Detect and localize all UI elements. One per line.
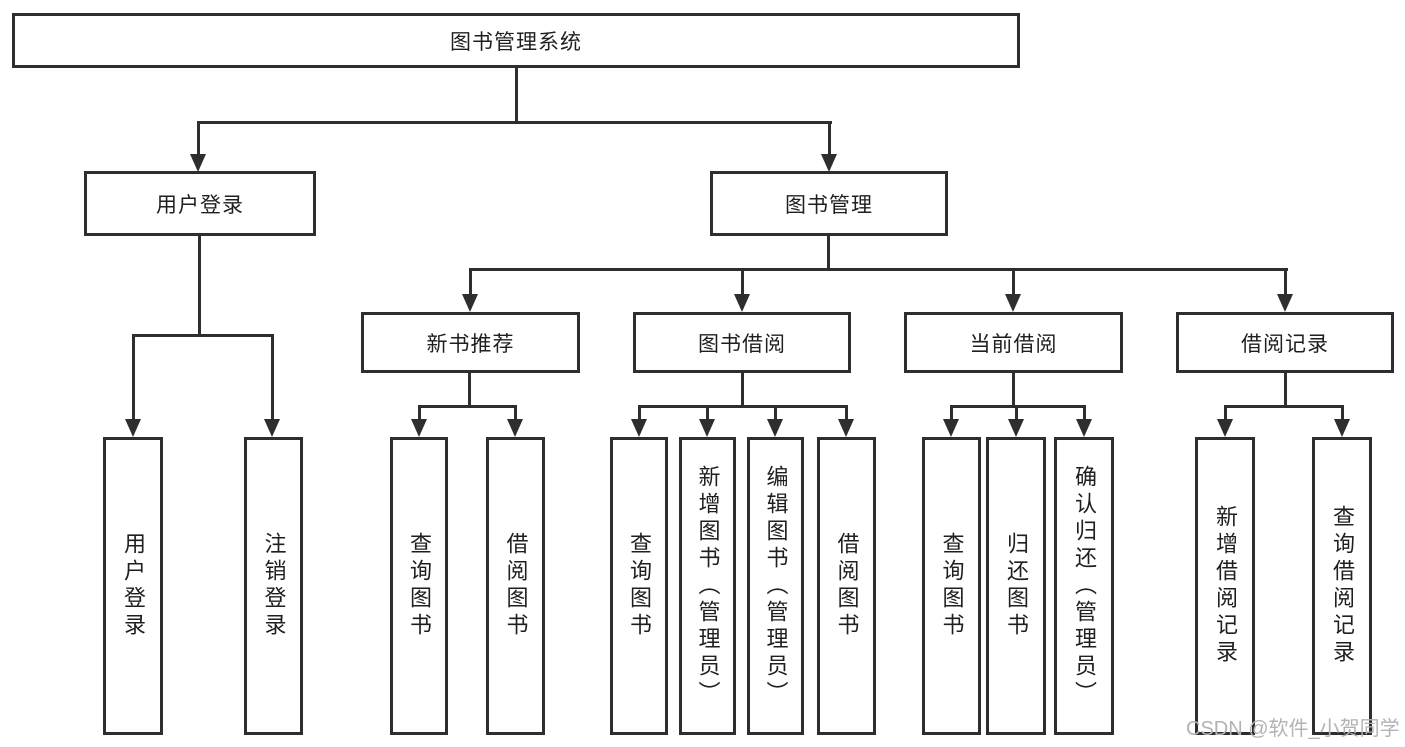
node-book-management: 图书管理 [710, 171, 948, 236]
node-new-book-recommend: 新书推荐 [361, 312, 580, 373]
connector-drop-borrow-records [1284, 268, 1287, 296]
node-user-login-label: 用户登录 [156, 193, 244, 217]
arrowhead-br-query [1334, 419, 1350, 437]
arrowhead-bb-query [631, 419, 647, 437]
leaf-bb-borrow-books-label: 借阅图书 [834, 532, 860, 640]
connector-root-stub [515, 68, 518, 124]
connector-level3-rail [469, 268, 1288, 271]
leaf-bb-add-books-admin-label: 新增图书（管理员） [695, 464, 721, 708]
arrowhead-cb-query [943, 419, 959, 437]
node-new-book-recommend-label: 新书推荐 [426, 332, 515, 356]
connector-drop-new-book [469, 268, 472, 296]
leaf-cb-confirm-return-admin: 确认归还（管理员） [1054, 437, 1114, 735]
node-borrow-records-label: 借阅记录 [1241, 332, 1329, 356]
connector-drop-br-query [1341, 405, 1344, 421]
node-current-borrow-label: 当前借阅 [969, 332, 1058, 356]
leaf-br-query-record-label: 查询借阅记录 [1330, 505, 1355, 667]
leaf-bb-borrow-books: 借阅图书 [817, 437, 876, 735]
connector-current-borrow-stub [1012, 373, 1015, 408]
node-root-label: 图书管理系统 [450, 30, 582, 54]
connector-drop-book-borrow [741, 268, 744, 296]
arrowhead-new-book [462, 294, 478, 312]
leaf-bb-query-books: 查询图书 [610, 437, 668, 735]
leaf-user-login-label: 用户登录 [121, 532, 146, 640]
leaf-nb-borrow-books: 借阅图书 [486, 437, 545, 735]
connector-user-login-rail [132, 334, 274, 337]
connector-drop-user-login [197, 121, 200, 157]
arrowhead-book-borrow [734, 294, 750, 312]
leaf-user-login: 用户登录 [103, 437, 163, 735]
arrowhead-cb-return [1008, 419, 1024, 437]
leaf-nb-borrow-books-label: 借阅图书 [503, 532, 529, 640]
leaf-bb-query-books-label: 查询图书 [627, 532, 652, 640]
leaf-br-query-record: 查询借阅记录 [1312, 437, 1372, 735]
connector-drop-nb-query [418, 405, 421, 421]
arrowhead-user-login [190, 154, 206, 172]
leaf-logout-label: 注销登录 [261, 532, 287, 640]
connector-drop-bb-add [706, 405, 709, 421]
connector-drop-bb-query [638, 405, 641, 421]
connector-new-book-rail [418, 405, 517, 408]
node-book-management-label: 图书管理 [785, 193, 873, 217]
connector-level2-rail [197, 121, 832, 124]
arrowhead-current-borrow [1005, 294, 1021, 312]
connector-drop-nb-borrow [514, 405, 517, 421]
arrowhead-cb-confirm [1076, 419, 1092, 437]
node-book-borrow-label: 图书借阅 [698, 332, 786, 356]
leaf-br-add-record: 新增借阅记录 [1195, 437, 1255, 735]
leaf-bb-edit-books-admin: 编辑图书（管理员） [747, 437, 804, 735]
connector-borrow-records-stub [1284, 373, 1287, 408]
connector-drop-bb-edit [774, 405, 777, 421]
arrowhead-bb-borrow [838, 419, 854, 437]
leaf-nb-query-books-label: 查询图书 [407, 532, 432, 640]
leaf-bb-add-books-admin: 新增图书（管理员） [679, 437, 736, 735]
connector-drop-bb-borrow [845, 405, 848, 421]
arrowhead-login-leaf [125, 419, 141, 437]
arrowhead-bb-edit [767, 419, 783, 437]
arrowhead-logout-leaf [264, 419, 280, 437]
leaf-nb-query-books: 查询图书 [390, 437, 448, 735]
connector-book-borrow-rail [638, 405, 848, 408]
connector-book-borrow-stub [741, 373, 744, 408]
arrowhead-bb-add [699, 419, 715, 437]
leaf-cb-query-books: 查询图书 [922, 437, 981, 735]
node-root: 图书管理系统 [12, 13, 1020, 68]
connector-drop-cb-return [1015, 405, 1018, 421]
connector-drop-cb-confirm [1083, 405, 1086, 421]
leaf-br-add-record-label: 新增借阅记录 [1213, 505, 1238, 667]
node-book-borrow: 图书借阅 [633, 312, 851, 373]
connector-drop-current-borrow [1012, 268, 1015, 296]
leaf-cb-return-books-label: 归还图书 [1004, 532, 1029, 640]
connector-drop-cb-query [950, 405, 953, 421]
leaf-cb-return-books: 归还图书 [986, 437, 1046, 735]
node-user-login: 用户登录 [84, 171, 316, 236]
arrowhead-book-mgmt [821, 154, 837, 172]
node-borrow-records: 借阅记录 [1176, 312, 1394, 373]
connector-drop-login-leaf [132, 334, 135, 421]
connector-book-mgmt-stub [827, 236, 830, 271]
leaf-cb-query-books-label: 查询图书 [939, 532, 965, 640]
node-current-borrow: 当前借阅 [904, 312, 1123, 373]
csdn-watermark: CSDN @软件_小贺同学 [1186, 718, 1400, 740]
leaf-logout: 注销登录 [244, 437, 303, 735]
arrowhead-borrow-records [1277, 294, 1293, 312]
leaf-cb-confirm-return-admin-label: 确认归还（管理员） [1072, 464, 1097, 708]
connector-current-borrow-rail [950, 405, 1086, 408]
connector-borrow-records-rail [1224, 405, 1344, 408]
leaf-bb-edit-books-admin-label: 编辑图书（管理员） [763, 464, 789, 708]
arrowhead-nb-borrow [507, 419, 523, 437]
arrowhead-nb-query [411, 419, 427, 437]
connector-drop-br-add [1224, 405, 1227, 421]
connector-new-book-stub [468, 373, 471, 408]
connector-drop-book-mgmt [828, 121, 831, 157]
connector-drop-logout-leaf [271, 334, 274, 421]
arrowhead-br-add [1217, 419, 1233, 437]
connector-user-login-stub [198, 236, 201, 337]
